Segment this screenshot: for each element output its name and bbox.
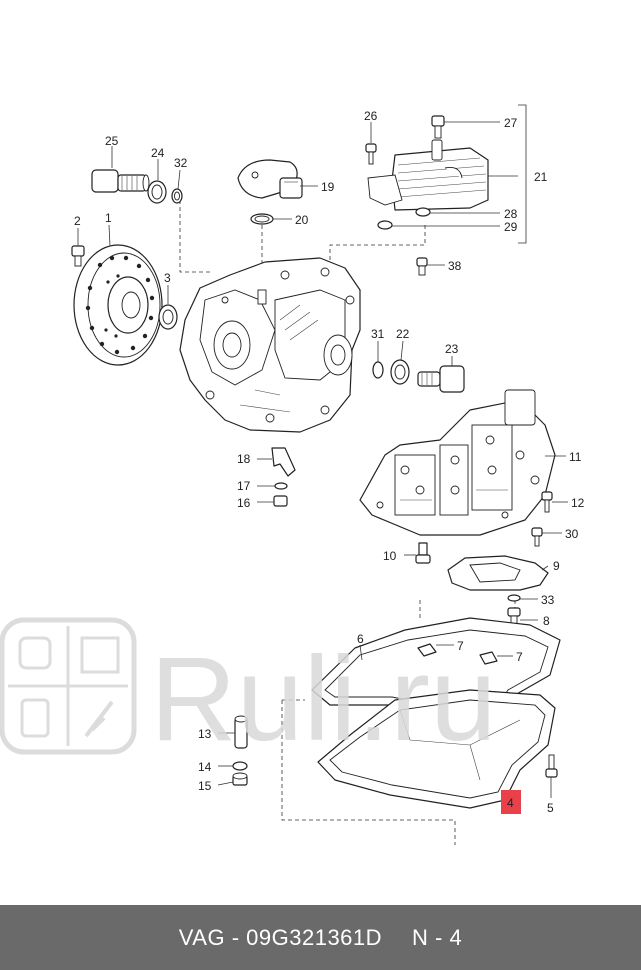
callout-21: 21 <box>534 170 548 184</box>
part-28-oring <box>415 207 431 217</box>
part-8-bolt <box>507 607 521 625</box>
part-5-bolt <box>545 754 558 778</box>
parts-diagram: 25 24 32 2 1 3 19 20 26 27 21 28 29 38 3… <box>71 104 585 845</box>
callout-32: 32 <box>174 156 188 170</box>
callout-16: 16 <box>237 496 251 510</box>
callout-14: 14 <box>198 760 212 774</box>
callout-13: 13 <box>198 727 212 741</box>
footer-part-number: 09G321361D <box>246 924 383 950</box>
part-22-seal <box>390 359 410 385</box>
callout-labels: 25 24 32 2 1 3 19 20 26 27 21 28 29 38 3… <box>74 109 585 815</box>
part-29-oring <box>377 220 393 230</box>
callout-38: 38 <box>448 259 462 273</box>
part-7-magnet-a <box>417 643 437 657</box>
part-21-bracket <box>518 104 527 244</box>
callout-4-highlight <box>501 790 521 814</box>
part-3-seal <box>158 304 178 330</box>
callout-7b: 7 <box>516 650 523 664</box>
part-25-shaft <box>91 169 150 193</box>
callout-22: 22 <box>396 327 410 341</box>
part-1-torque-converter <box>73 244 163 366</box>
callout-4: 4 <box>507 796 514 810</box>
part-4-oil-pan <box>317 689 556 809</box>
footer-bar: VAG - 09G321361D N - 4 <box>0 905 641 970</box>
transmission-housing <box>179 257 361 433</box>
callout-6: 6 <box>357 632 364 646</box>
part-18-bracket <box>271 447 296 477</box>
part-9-filter <box>447 555 549 591</box>
part-12-bolt <box>541 491 553 513</box>
part-2-bolt <box>71 245 85 267</box>
part-15-plug <box>232 772 248 786</box>
callout-33: 33 <box>541 593 555 607</box>
part-10-bolt <box>415 542 431 564</box>
footer-dash: - <box>225 924 247 950</box>
part-20-oring <box>250 213 274 225</box>
part-16-nut <box>273 495 288 507</box>
footer-brand: VAG <box>178 924 226 950</box>
part-21-oil-cooler <box>367 139 489 211</box>
callout-18: 18 <box>237 452 251 466</box>
part-30-bolt <box>531 527 543 547</box>
callout-9: 9 <box>553 559 560 573</box>
callout-20: 20 <box>295 213 309 227</box>
callout-2: 2 <box>74 214 81 228</box>
part-23-shaft <box>417 365 465 393</box>
callout-28: 28 <box>504 207 518 221</box>
part-14-oring <box>232 761 248 771</box>
part-7-magnet-b <box>479 651 498 665</box>
callout-10: 10 <box>383 549 397 563</box>
callout-3: 3 <box>164 271 171 285</box>
footer-position: N - 4 <box>412 924 463 950</box>
callout-17: 17 <box>237 479 251 493</box>
callout-7a: 7 <box>457 639 464 653</box>
part-13-tube <box>234 715 248 749</box>
part-24-seal <box>147 180 167 204</box>
callout-25: 25 <box>105 134 119 148</box>
part-31-oring <box>372 361 384 379</box>
part-32-oring <box>171 188 183 204</box>
callout-19: 19 <box>321 180 335 194</box>
part-27-fitting <box>431 115 445 139</box>
callout-23: 23 <box>445 342 459 356</box>
callout-1: 1 <box>105 211 112 225</box>
leader-lines <box>77 121 568 798</box>
part-17-washer <box>274 482 288 490</box>
callout-29: 29 <box>504 220 518 234</box>
callout-15: 15 <box>198 779 212 793</box>
callout-27: 27 <box>504 116 518 130</box>
callout-8: 8 <box>543 614 550 628</box>
callout-31: 31 <box>371 327 385 341</box>
callout-5: 5 <box>547 801 554 815</box>
part-19-selector-sensor <box>237 159 303 199</box>
callout-26: 26 <box>364 109 378 123</box>
part-33-oring <box>507 594 521 602</box>
part-26-bolt <box>365 143 377 165</box>
callout-12: 12 <box>571 496 585 510</box>
part-38-plug <box>416 257 428 276</box>
callout-11: 11 <box>569 450 582 464</box>
callout-30: 30 <box>565 527 579 541</box>
callout-24: 24 <box>151 146 165 160</box>
part-11-mechatronic-unit <box>359 389 556 536</box>
